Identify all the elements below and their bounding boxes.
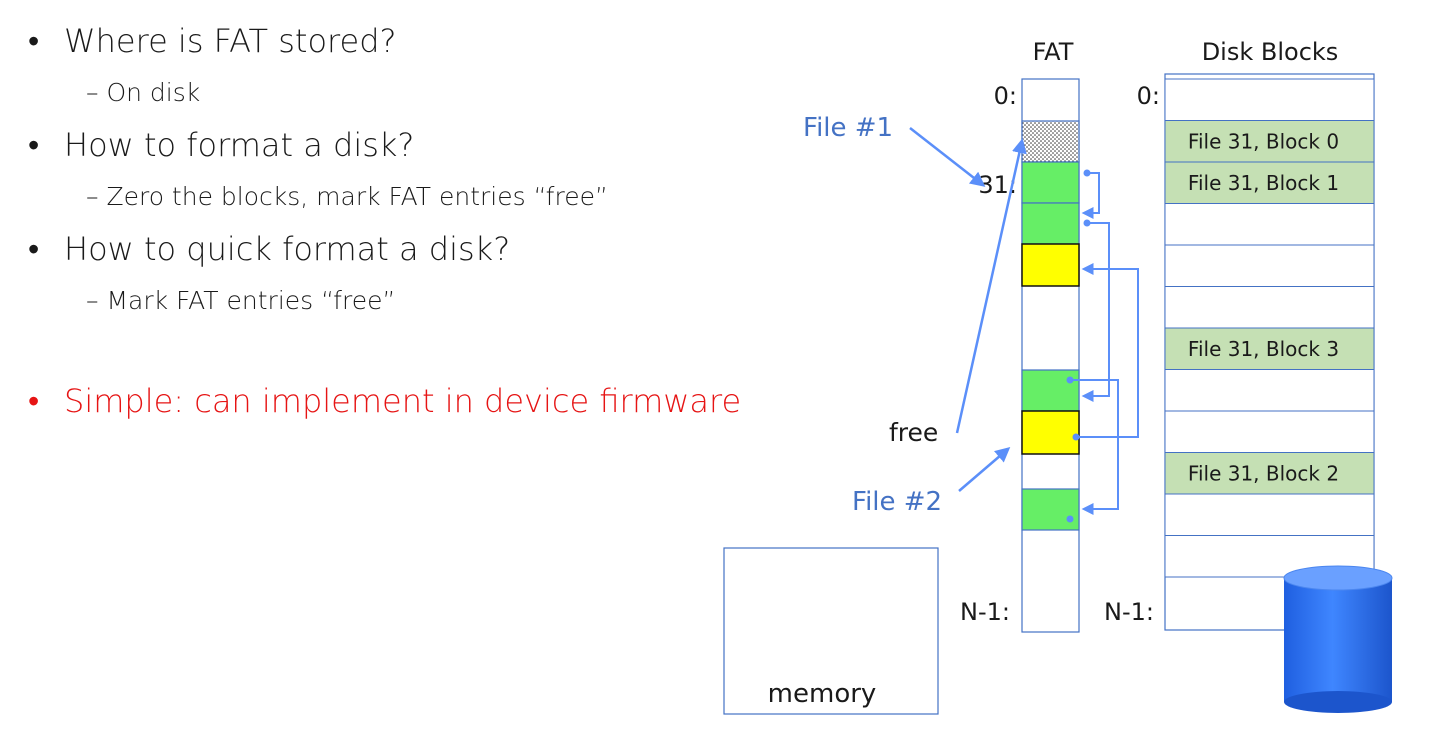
fat-entry-file2-b	[1021, 410, 1080, 455]
sub-bullet-text: Zero the blocks, mark FAT entries “free”	[106, 182, 608, 211]
memory-box	[723, 547, 939, 715]
chain-arrow-c-to-d	[1070, 379, 1119, 515]
disk-block-row	[1164, 493, 1375, 536]
fat-index-0: 0:	[994, 82, 1017, 110]
disk-block-row	[1164, 78, 1375, 121]
chain-dot	[1066, 515, 1074, 523]
sub-bullet-text: On disk	[106, 78, 201, 107]
sub-bullet-dash: –	[86, 78, 99, 107]
memory-label: memory	[768, 679, 877, 709]
disk-block-rows: File 31, Block 0 File 31, Block 1 File 31,…	[1164, 78, 1375, 578]
disk-index-0: 0:	[1137, 82, 1160, 110]
fat-entry-32	[1021, 202, 1080, 245]
disk-block-label: File 31, Block 3	[1188, 337, 1339, 361]
disk-block-label: File 31, Block 2	[1188, 461, 1339, 485]
bullet-simple-firmware: • Simple: can implement in device firmwar…	[28, 382, 741, 420]
chain-dot	[1072, 433, 1080, 441]
chain-arrow-32-to-c	[1081, 222, 1110, 402]
bullet-text: Where is FAT stored?	[64, 22, 397, 60]
sub-bullet-zero-blocks: – Zero the blocks, mark FAT entries “fre…	[86, 182, 608, 211]
fat-entry-file31-d	[1021, 488, 1080, 531]
sub-bullet-text: Mark FAT entries “free”	[106, 286, 396, 315]
disk-block-row	[1164, 120, 1375, 163]
disk-block-row	[1164, 369, 1375, 412]
sub-bullet-mark-free: – Mark FAT entries “free”	[86, 286, 395, 315]
fat-entry-file2-a	[1021, 243, 1080, 287]
bullet-how-to-format: • How to format a disk?	[28, 126, 414, 164]
file1-arrow	[909, 127, 986, 187]
bullet-list: • Where is FAT stored? – On disk • How to …	[0, 0, 741, 739]
chain-pointer-dots	[1066, 169, 1091, 523]
disk-block-row	[1164, 244, 1375, 287]
bullet-marker: •	[28, 230, 40, 268]
bullet-text: How to format a disk?	[64, 126, 415, 164]
disk-icon-bottom	[1284, 691, 1392, 713]
disk-block-row	[1164, 161, 1375, 204]
free-arrow	[955, 138, 1027, 434]
free-label: free	[889, 418, 938, 447]
bullet-where-fat-stored: • Where is FAT stored?	[28, 22, 396, 60]
disk-index-last: N-1:	[1104, 598, 1154, 626]
bullet-text: How to quick format a disk?	[64, 230, 511, 268]
disk-block-label: File 31, Block 1	[1188, 171, 1339, 195]
fat-chain-connectors	[1070, 172, 1139, 515]
disk-blocks-title: Disk Blocks	[1202, 38, 1339, 66]
chain-dot	[1083, 169, 1091, 177]
file1-label: File #1	[803, 113, 893, 143]
chain-arrow-31-to-32	[1081, 172, 1100, 219]
sub-bullet-dash: –	[86, 182, 99, 211]
fat-title: FAT	[1033, 38, 1074, 66]
bullet-marker: •	[28, 382, 40, 420]
disk-block-row	[1164, 410, 1375, 453]
chain-dot	[1083, 219, 1091, 227]
disk-icon	[1283, 565, 1393, 713]
fat-entry-31	[1021, 161, 1080, 204]
disk-block-row	[1164, 327, 1375, 370]
disk-icon-body	[1284, 578, 1392, 702]
chain-dot	[1066, 376, 1074, 384]
bullet-how-to-quick-format: • How to quick format a disk?	[28, 230, 510, 268]
bullet-text: Simple: can implement in device firmware	[64, 382, 742, 420]
disk-icon-top	[1283, 565, 1393, 591]
chain-arrow-file2	[1076, 263, 1139, 438]
fat-entry-file1	[1021, 120, 1080, 163]
disk-block-row	[1164, 203, 1375, 246]
sub-bullet-dash: –	[86, 286, 99, 315]
bullet-marker: •	[28, 126, 40, 164]
sub-bullet-on-disk: – On disk	[86, 78, 200, 107]
fat-entry-file31-c	[1021, 369, 1080, 412]
file2-label: File #2	[852, 487, 942, 517]
fat-index-last: N-1:	[960, 598, 1010, 626]
disk-block-label: File 31, Block 0	[1188, 129, 1339, 153]
file2-arrow	[958, 447, 1011, 492]
bullet-marker: •	[28, 22, 40, 60]
disk-block-row	[1164, 286, 1375, 329]
